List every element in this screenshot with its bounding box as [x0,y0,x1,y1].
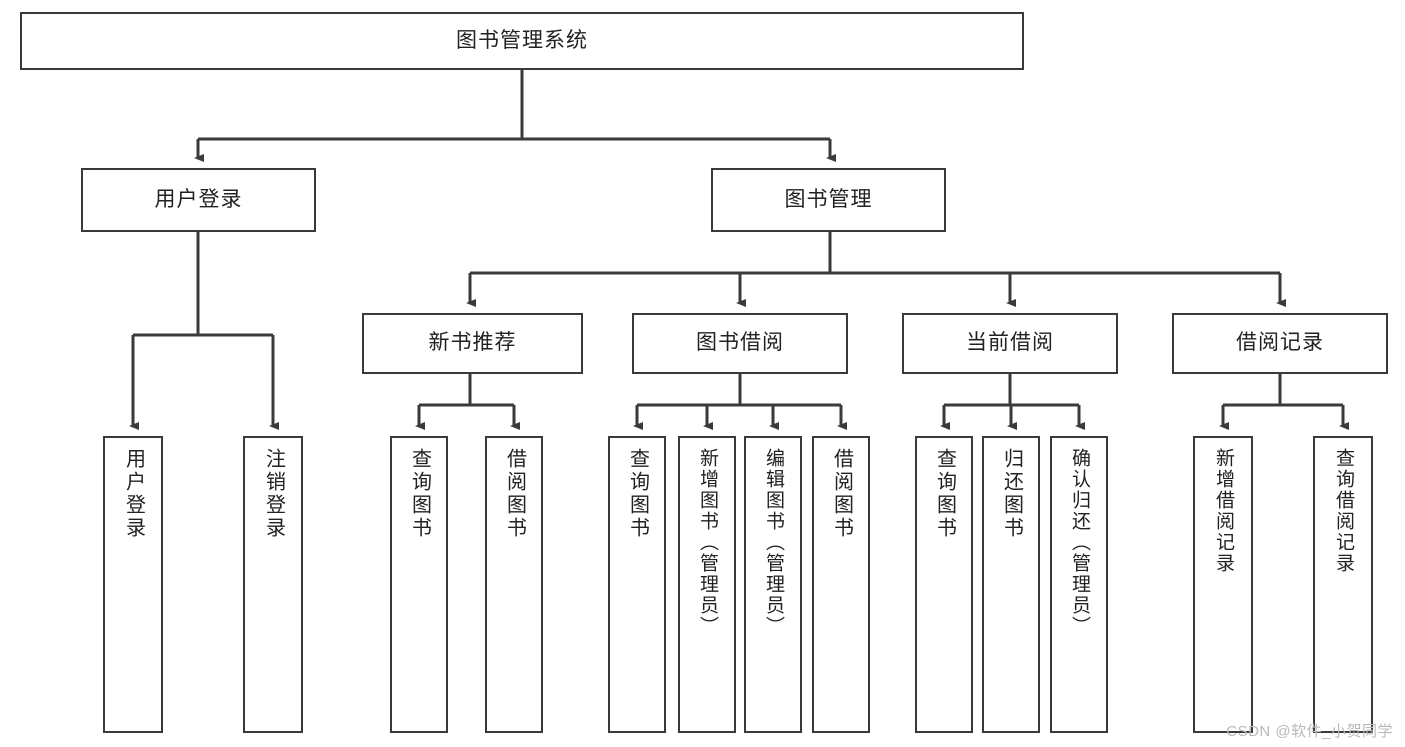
leaf-node[interactable]: 借阅图书 [812,436,870,733]
leaf-node-label: 查询图书 [933,448,956,540]
leaf-node-label: 编辑图书（管理员） [762,448,784,637]
node-borrow-record-label: 借阅记录 [1236,331,1324,355]
leaf-node-label: 借阅图书 [503,448,526,540]
leaf-node[interactable]: 借阅图书 [485,436,543,733]
node-book-management-label: 图书管理 [784,187,873,211]
leaf-node[interactable]: 新增图书（管理员） [678,436,736,733]
leaf-node[interactable]: 查询图书 [915,436,973,733]
leaf-node-label: 用户登录 [122,448,145,540]
node-current-borrow[interactable]: 当前借阅 [902,313,1118,374]
leaf-node-label: 查询图书 [408,448,431,540]
leaf-node-label: 借阅图书 [830,448,853,540]
csdn-watermark: CSDN @软件_小贺同学 [1226,723,1393,740]
node-new-book-recommend[interactable]: 新书推荐 [362,313,583,374]
leaf-node[interactable]: 查询借阅记录 [1313,436,1373,733]
leaf-node[interactable]: 注销登录 [243,436,303,733]
node-book-borrow-label: 图书借阅 [696,331,784,355]
leaf-node-label: 新增借阅记录 [1212,448,1234,574]
leaf-node[interactable]: 新增借阅记录 [1193,436,1253,733]
leaf-node-label: 新增图书（管理员） [696,448,718,637]
node-root[interactable]: 图书管理系统 [20,12,1024,70]
node-book-borrow[interactable]: 图书借阅 [632,313,848,374]
leaf-node-label: 确认归还（管理员） [1068,448,1090,637]
node-book-management[interactable]: 图书管理 [711,168,946,232]
node-current-borrow-label: 当前借阅 [966,331,1054,355]
node-user-login[interactable]: 用户登录 [81,168,316,232]
leaf-node-label: 查询图书 [626,448,649,540]
leaf-node-label: 注销登录 [262,448,285,540]
leaf-node[interactable]: 查询图书 [608,436,666,733]
leaf-node-label: 归还图书 [1000,448,1023,540]
node-borrow-record[interactable]: 借阅记录 [1172,313,1388,374]
node-user-login-label: 用户登录 [154,187,243,211]
leaf-node-label: 查询借阅记录 [1332,448,1354,574]
node-root-label: 图书管理系统 [456,28,588,52]
leaf-node[interactable]: 查询图书 [390,436,448,733]
leaf-node[interactable]: 归还图书 [982,436,1040,733]
leaf-node[interactable]: 编辑图书（管理员） [744,436,802,733]
node-new-book-recommend-label: 新书推荐 [428,331,517,355]
leaf-node[interactable]: 确认归还（管理员） [1050,436,1108,733]
leaf-node[interactable]: 用户登录 [103,436,163,733]
